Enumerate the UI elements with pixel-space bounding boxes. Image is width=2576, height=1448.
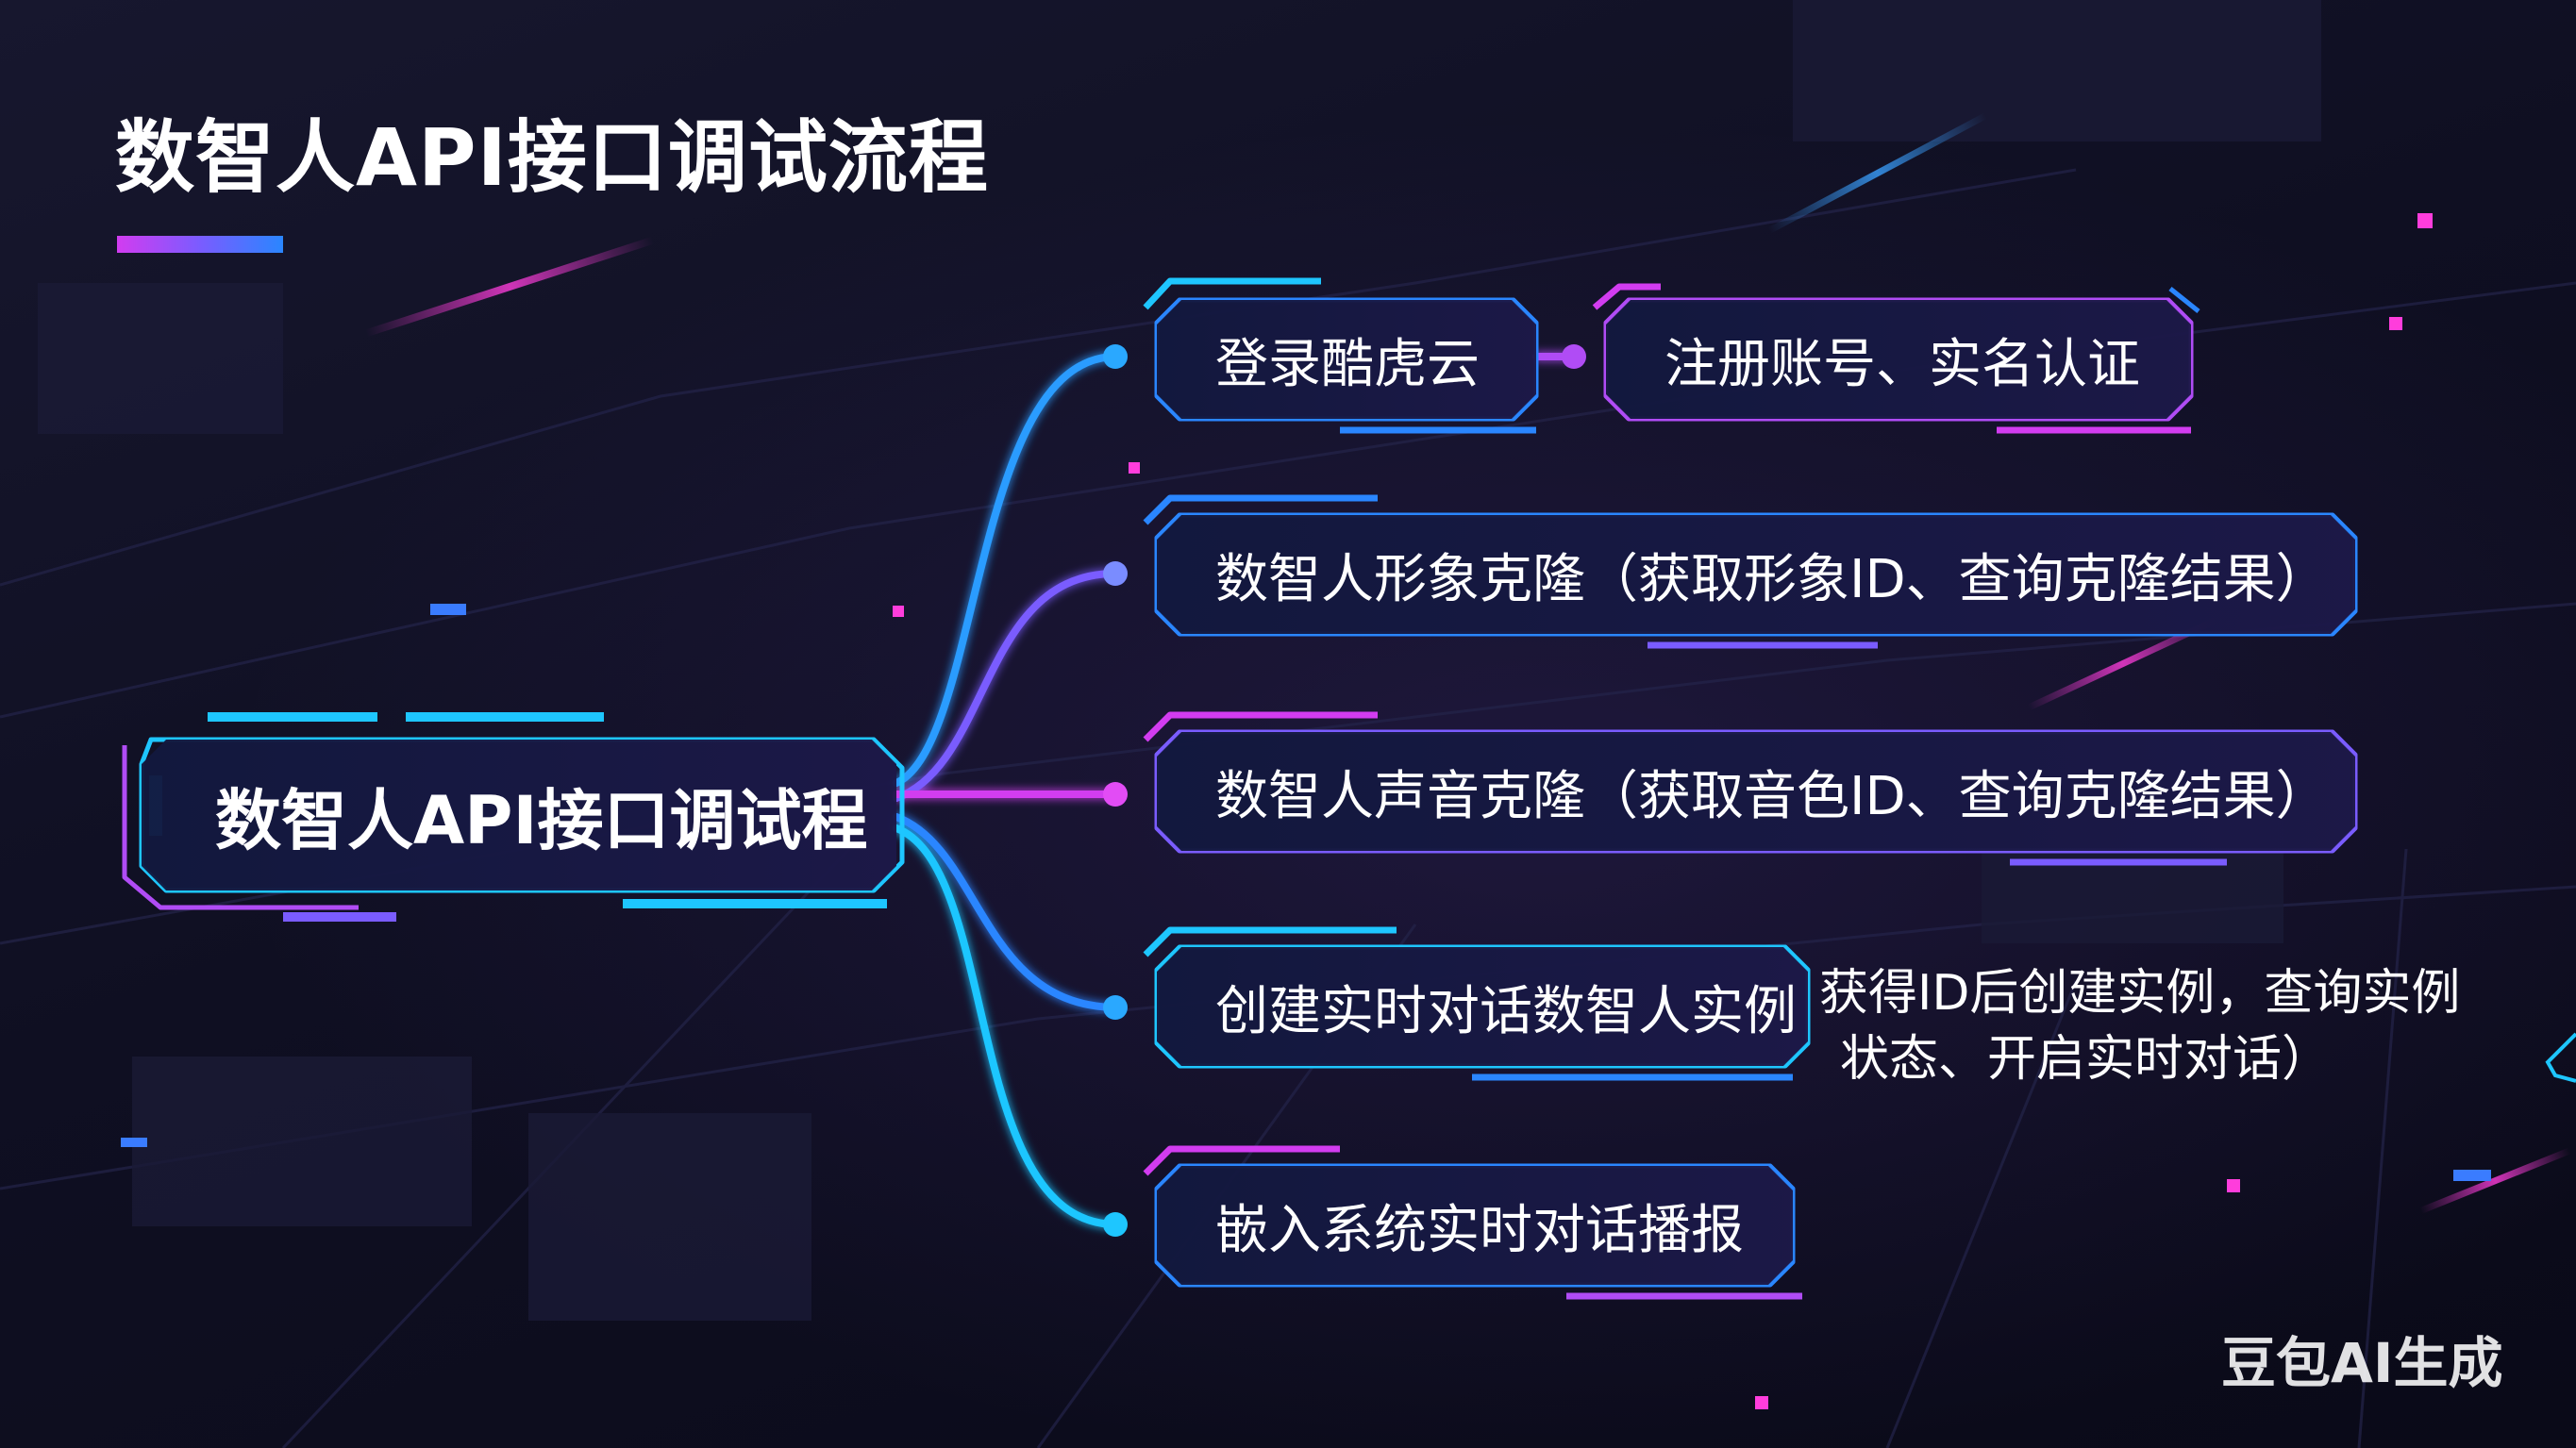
note-line-1: 获得ID后创建实例，查询实例 [1819,965,2461,1022]
branch-node-1: 登录酷虎云 [1157,300,1536,419]
branch-node-3-label: 数智人声音克隆（获取音色ID、查询克隆结果） [1215,765,2329,827]
connector-dot-5 [1103,1212,1128,1237]
note-line-2: 状态、开启实时对话） [1840,1031,2332,1088]
branch-node-4-label: 创建实时对话数智人实例 [1215,980,1797,1042]
connector-dot-1 [1103,344,1128,369]
connector-dot-4 [1103,995,1128,1020]
page-title: 数智人API接口调试流程 [115,111,989,204]
branch-node-5-label: 嵌入系统实时对话播报 [1215,1199,1744,1261]
connector-branch-2 [893,570,1119,802]
sub-node-1-label: 注册账号、实名认证 [1664,333,2140,395]
branch-node-2: 数智人形象克隆（获取形象ID、查询克隆结果） [1157,515,2355,634]
sub-node-1: 注册账号、实名认证 [1606,300,2191,419]
branch-node-4: 创建实时对话数智人实例 [1157,947,1808,1066]
branch-node-4-note: 获得ID后创建实例，查询实例 状态、开启实时对话） [1819,960,2499,1092]
connector-dot-sub-1 [1562,344,1586,369]
connector-dot-2 [1103,561,1128,586]
branch-node-3: 数智人声音克隆（获取音色ID、查询克隆结果） [1157,732,2355,851]
root-node-label: 数智人API接口调试程 [215,781,868,859]
branch-node-2-label: 数智人形象克隆（获取形象ID、查询克隆结果） [1215,548,2329,610]
connector-branch-5 [893,824,1119,1228]
connector-branch-1 [893,353,1119,787]
title-underline [117,236,283,253]
branch-node-1-label: 登录酷虎云 [1215,333,1480,395]
watermark: 豆包AI生成 [2221,1331,2503,1395]
connector-branch-4 [893,813,1119,1011]
branch-node-5: 嵌入系统实时对话播报 [1157,1166,1793,1285]
root-node: 数智人API接口调试程 [142,740,896,890]
connector-dot-3 [1103,782,1128,807]
